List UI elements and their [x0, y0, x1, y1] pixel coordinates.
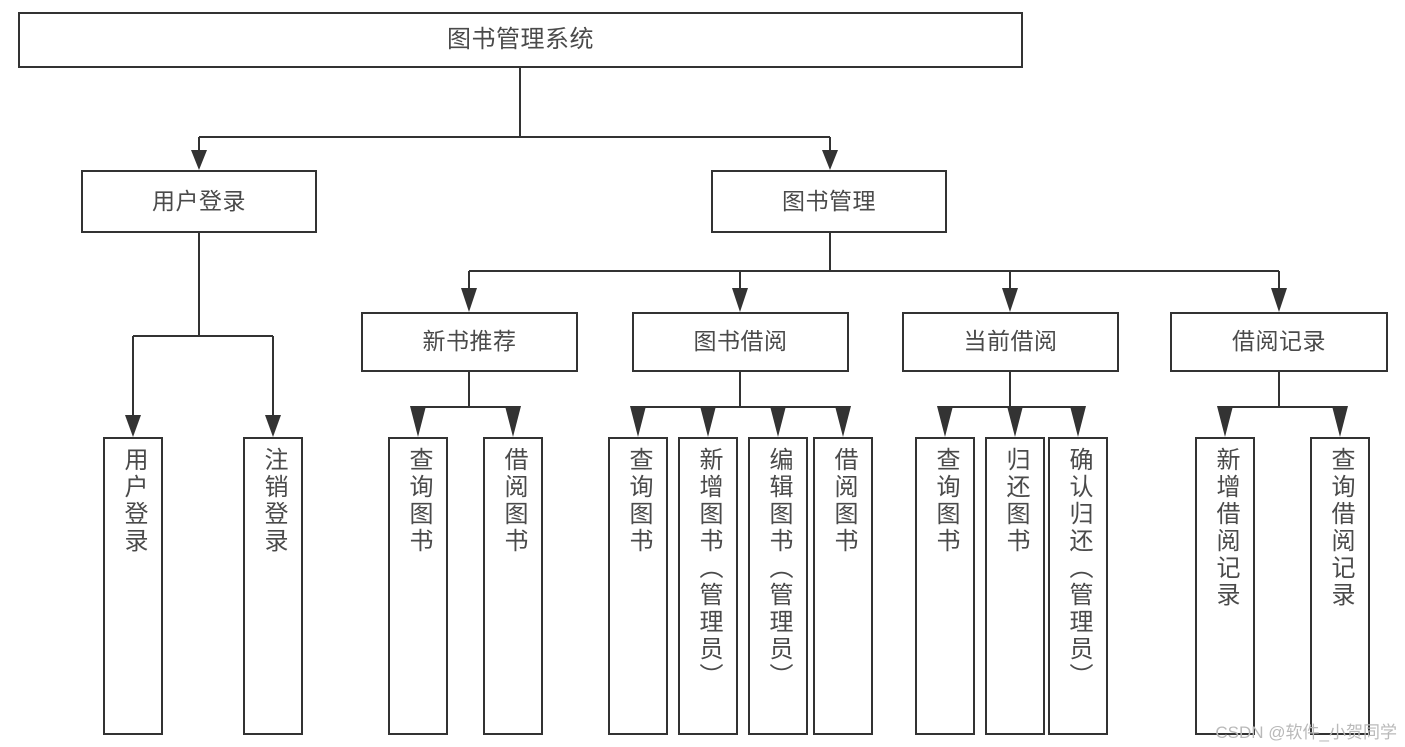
arrow-leaf-query-book-2	[630, 406, 646, 437]
arrow-book-manage	[822, 150, 838, 170]
node-leaf-add-book-label: 新增图书（管理员）	[695, 447, 722, 690]
arrow-leaf-confirm-return	[1070, 406, 1086, 437]
node-leaf-user-logout-label: 注销登录	[260, 447, 287, 555]
node-leaf-query-book-1[interactable]: 查询图书	[388, 437, 448, 735]
node-leaf-return-book[interactable]: 归还图书	[985, 437, 1045, 735]
arrow-leaf-edit-book	[770, 406, 786, 437]
node-leaf-user-login-label: 用户登录	[120, 447, 147, 555]
node-leaf-confirm-return[interactable]: 确认归还（管理员）	[1048, 437, 1108, 735]
node-current-borrow[interactable]: 当前借阅	[902, 312, 1119, 372]
node-book-manage-label: 图书管理	[782, 187, 876, 214]
arrow-new-book-recommend	[461, 288, 477, 312]
node-current-borrow-label: 当前借阅	[963, 328, 1058, 355]
node-leaf-query-record[interactable]: 查询借阅记录	[1310, 437, 1370, 735]
arrow-leaf-query-book-3	[937, 406, 953, 437]
node-leaf-add-book[interactable]: 新增图书（管理员）	[678, 437, 738, 735]
node-book-borrow-label: 图书借阅	[693, 328, 788, 355]
node-leaf-query-book-3-label: 查询图书	[932, 447, 959, 555]
node-root-label: 图书管理系统	[447, 25, 594, 53]
node-user-login-label: 用户登录	[152, 187, 246, 214]
arrow-leaf-return-book	[1007, 406, 1023, 437]
arrow-leaf-add-record	[1217, 406, 1233, 437]
node-leaf-borrow-book-1-label: 借阅图书	[500, 447, 527, 555]
arrow-leaf-add-book	[700, 406, 716, 437]
node-user-login[interactable]: 用户登录	[81, 170, 317, 233]
node-borrow-record-label: 借阅记录	[1232, 328, 1326, 355]
watermark: CSDN @软件_小贺同学	[1215, 723, 1397, 742]
arrow-leaf-user-login	[125, 415, 141, 437]
node-leaf-query-book-2-label: 查询图书	[625, 447, 652, 555]
arrow-current-borrow	[1002, 288, 1018, 312]
node-leaf-query-record-label: 查询借阅记录	[1327, 447, 1354, 609]
node-leaf-query-book-3[interactable]: 查询图书	[915, 437, 975, 735]
node-leaf-edit-book-label: 编辑图书（管理员）	[765, 447, 792, 690]
node-leaf-borrow-book-2[interactable]: 借阅图书	[813, 437, 873, 735]
node-book-manage[interactable]: 图书管理	[711, 170, 947, 233]
node-leaf-add-record-label: 新增借阅记录	[1212, 447, 1239, 609]
arrow-leaf-query-book-1	[410, 406, 426, 437]
node-leaf-edit-book[interactable]: 编辑图书（管理员）	[748, 437, 808, 735]
node-new-book-recommend-label: 新书推荐	[422, 328, 517, 355]
node-leaf-query-book-2[interactable]: 查询图书	[608, 437, 668, 735]
arrow-borrow-record	[1271, 288, 1287, 312]
arrow-book-borrow	[732, 288, 748, 312]
arrow-leaf-borrow-book-1	[505, 406, 521, 437]
node-leaf-confirm-return-label: 确认归还（管理员）	[1065, 447, 1092, 690]
node-root[interactable]: 图书管理系统	[18, 12, 1023, 68]
arrow-user-login	[191, 150, 207, 170]
node-borrow-record[interactable]: 借阅记录	[1170, 312, 1388, 372]
node-leaf-add-record[interactable]: 新增借阅记录	[1195, 437, 1255, 735]
node-leaf-borrow-book-1[interactable]: 借阅图书	[483, 437, 543, 735]
arrow-leaf-user-logout	[265, 415, 281, 437]
node-leaf-borrow-book-2-label: 借阅图书	[830, 447, 857, 555]
node-leaf-user-logout[interactable]: 注销登录	[243, 437, 303, 735]
node-leaf-user-login[interactable]: 用户登录	[103, 437, 163, 735]
arrow-leaf-query-record	[1332, 406, 1348, 437]
node-book-borrow[interactable]: 图书借阅	[632, 312, 849, 372]
node-leaf-query-book-1-label: 查询图书	[405, 447, 432, 555]
arrow-leaf-borrow-book-2	[835, 406, 851, 437]
node-leaf-return-book-label: 归还图书	[1002, 447, 1029, 555]
node-new-book-recommend[interactable]: 新书推荐	[361, 312, 578, 372]
